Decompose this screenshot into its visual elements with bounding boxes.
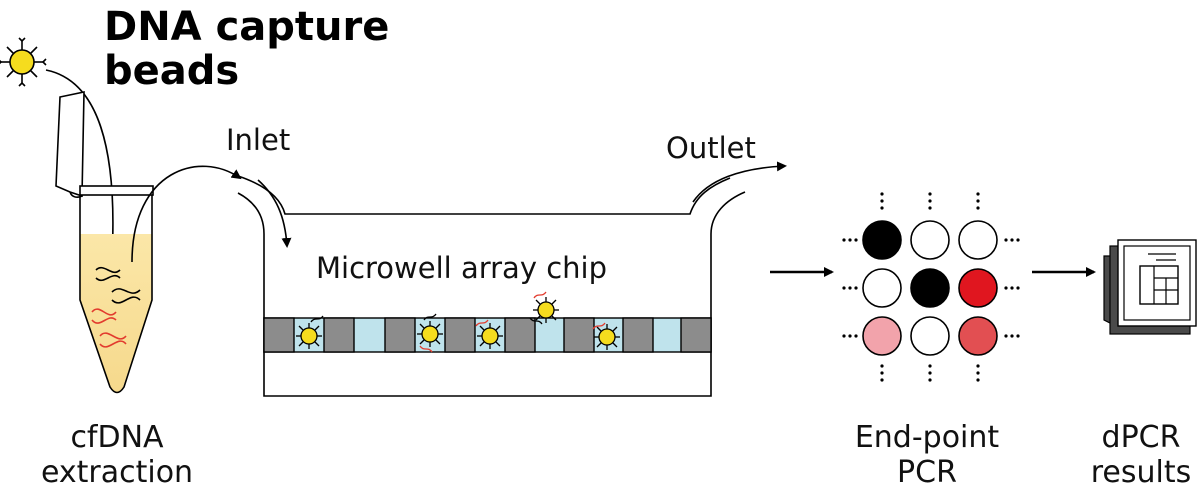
pcr-well-black — [862, 220, 902, 260]
pcr-well-white — [910, 316, 950, 356]
ellipsis-dot — [880, 199, 884, 203]
ellipsis-dot — [880, 192, 884, 196]
inlet-label: Inlet — [226, 123, 290, 157]
microcentrifuge-tube-icon — [55, 91, 154, 394]
ellipsis-dot — [854, 334, 858, 338]
extraction-label-line-1: cfDNA — [70, 420, 164, 455]
ellipsis-dot — [1004, 238, 1008, 242]
tube-to-chip-arrow — [131, 165, 242, 263]
ellipsis-dot — [842, 286, 846, 290]
ellipsis-dot — [928, 378, 932, 382]
ellipsis-dot — [928, 371, 932, 375]
ellipsis-dot — [1010, 238, 1014, 242]
results-document-icon — [1103, 239, 1197, 335]
microwell-array — [263, 291, 712, 353]
ellipsis-dot — [928, 192, 932, 196]
ellipsis-dot — [976, 206, 980, 210]
ellipsis-dot — [928, 364, 932, 368]
ellipsis-dot — [1010, 286, 1014, 290]
pcr-label-line-2: PCR — [897, 455, 957, 490]
ellipsis-dot — [976, 192, 980, 196]
ellipsis-dot — [842, 238, 846, 242]
ellipsis-dot — [854, 238, 858, 242]
results-label-line-2: results — [1091, 455, 1192, 490]
ellipsis-dot — [1016, 334, 1020, 338]
ellipsis-dot — [848, 286, 852, 290]
ellipsis-dot — [842, 334, 846, 338]
pcr-well-white — [862, 268, 902, 308]
outlet-label: Outlet — [666, 131, 756, 165]
ellipsis-dot — [976, 371, 980, 375]
extraction-label-line-2: extraction — [41, 455, 193, 490]
ellipsis-dot — [976, 378, 980, 382]
pcr-well-grid — [842, 192, 1020, 382]
ellipsis-dot — [854, 286, 858, 290]
pcr-well-pink — [862, 316, 902, 356]
microwell-chip-icon — [237, 161, 787, 397]
ellipsis-dot — [1004, 286, 1008, 290]
pcr-well-salmon — [958, 316, 998, 356]
ellipsis-dot — [1016, 286, 1020, 290]
capture-bead-icon — [0, 37, 47, 87]
ellipsis-dot — [976, 364, 980, 368]
ellipsis-dot — [880, 371, 884, 375]
ellipsis-dot — [1016, 238, 1020, 242]
pcr-well-white — [910, 220, 950, 260]
pcr-well-black — [910, 268, 950, 308]
ellipsis-dot — [848, 334, 852, 338]
ellipsis-dot — [928, 199, 932, 203]
chip-label: Microwell array chip — [316, 251, 607, 285]
pcr-label-line-1: End-point — [855, 420, 1000, 455]
ellipsis-dot — [880, 206, 884, 210]
ellipsis-dot — [928, 206, 932, 210]
bead-to-tube-arrow — [45, 69, 118, 260]
ellipsis-dot — [1004, 334, 1008, 338]
ellipsis-dot — [848, 238, 852, 242]
ellipsis-dot — [1010, 334, 1014, 338]
results-label-line-1: dPCR — [1102, 420, 1181, 455]
pcr-well-white — [958, 220, 998, 260]
ellipsis-dot — [880, 364, 884, 368]
title-line-1: DNA capture — [104, 4, 389, 50]
ellipsis-dot — [880, 378, 884, 382]
pcr-well-red — [958, 268, 998, 308]
title-line-2: beads — [104, 48, 239, 94]
ellipsis-dot — [976, 199, 980, 203]
